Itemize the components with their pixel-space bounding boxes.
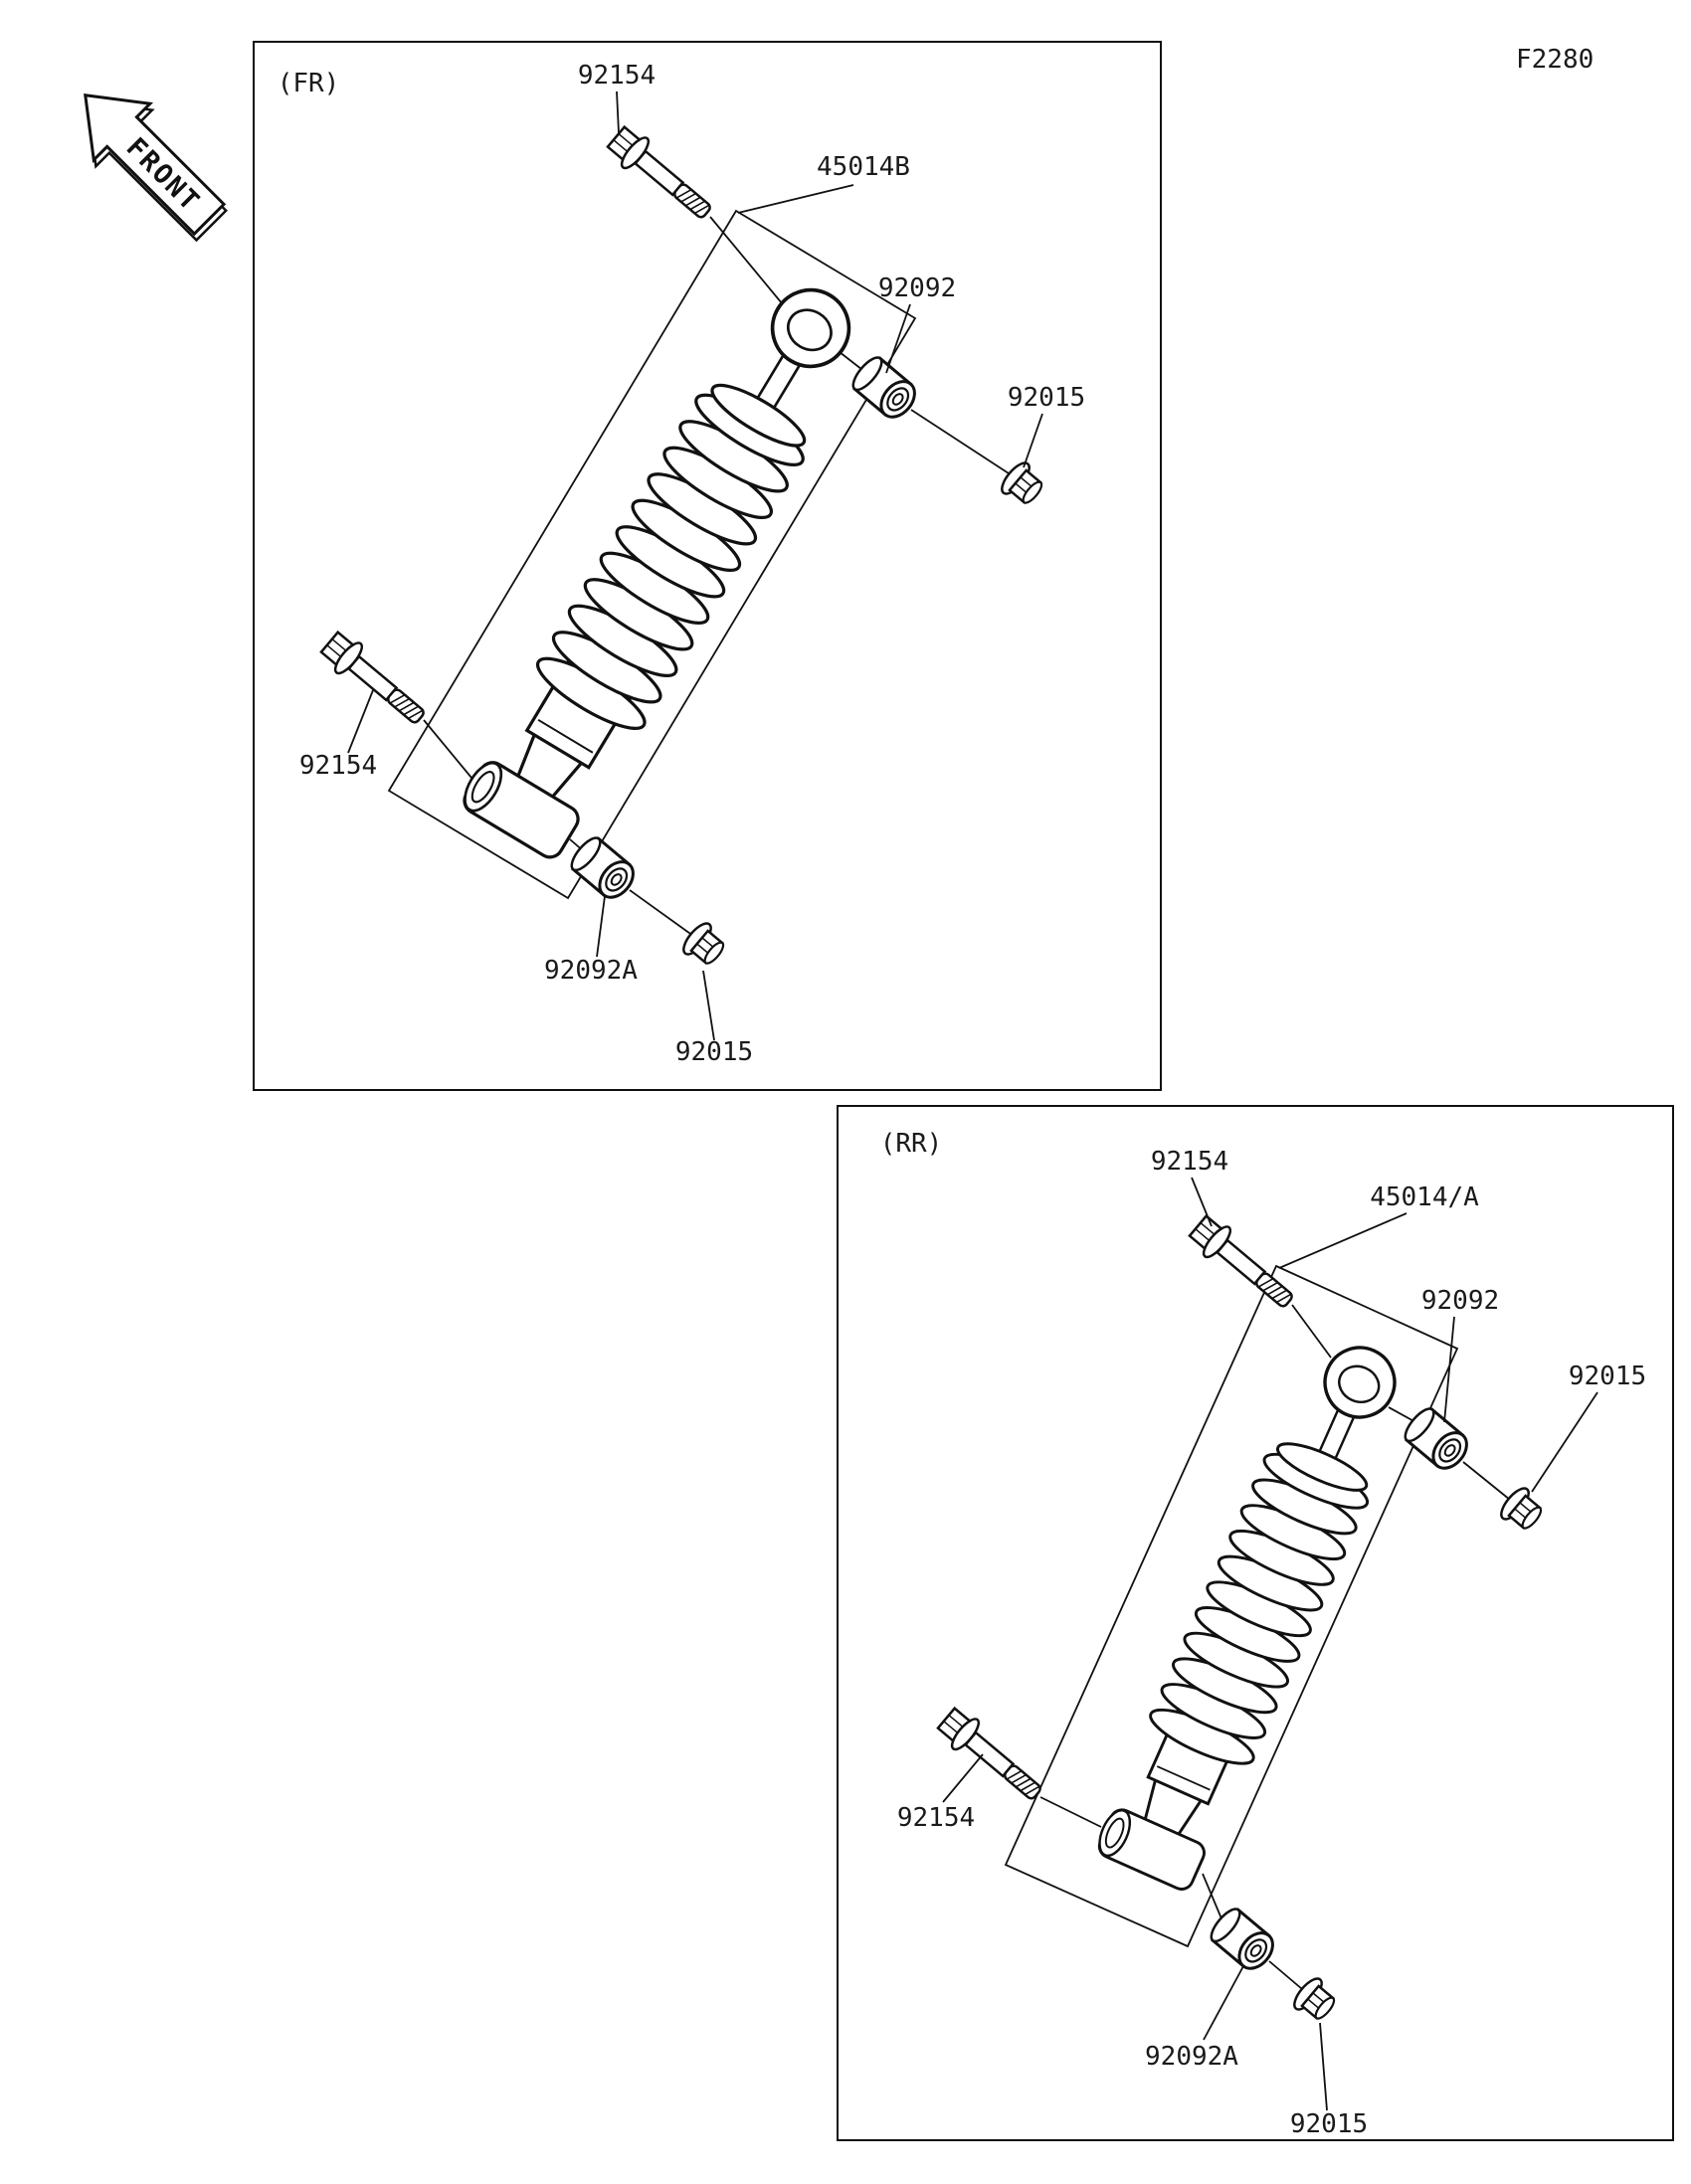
rr-label-nut-lower: 92015 bbox=[1290, 2109, 1368, 2139]
fr-upper-nut-drawing bbox=[996, 457, 1050, 512]
figure-code: F2280 bbox=[1516, 45, 1594, 75]
rr-lower-nut-drawing bbox=[1288, 1973, 1343, 2028]
rr-upper-bolt-drawing bbox=[1184, 1209, 1302, 1318]
fr-panel-border bbox=[253, 41, 1162, 1091]
leader-line bbox=[1203, 1965, 1244, 2041]
rr-lower-bushing-drawing bbox=[1205, 1903, 1281, 1977]
leader-line bbox=[1531, 1391, 1598, 1493]
axis-line bbox=[1462, 1461, 1511, 1501]
fr-panel: (FR) 92154 45014B 92092 92015 92154 9209… bbox=[253, 41, 1162, 1091]
rr-assembly-witness-box bbox=[1004, 1264, 1459, 1948]
leader-line bbox=[596, 895, 606, 958]
fr-label-nut-upper: 92015 bbox=[1008, 383, 1085, 413]
fr-label-assembly: 45014B bbox=[817, 152, 910, 182]
fr-upper-bolt-drawing bbox=[602, 120, 720, 229]
leader-line bbox=[1278, 1212, 1408, 1269]
front-arrow-shape bbox=[84, 93, 227, 237]
leader-line bbox=[737, 184, 854, 214]
rr-shock-absorber-drawing bbox=[1088, 1326, 1427, 1898]
leader-line bbox=[885, 303, 911, 374]
rr-panel-border bbox=[837, 1105, 1674, 2141]
leader-line bbox=[1319, 2022, 1328, 2111]
leader-line bbox=[942, 1753, 984, 1803]
rr-label-assembly: 45014/A bbox=[1370, 1183, 1479, 1212]
fr-shock-absorber-drawing bbox=[452, 262, 885, 867]
axis-line bbox=[1039, 1796, 1102, 1828]
rr-panel-title: (RR) bbox=[880, 1129, 943, 1159]
fr-label-bolt-lower: 92154 bbox=[299, 751, 377, 781]
fr-label-bushing-upper: 92092 bbox=[878, 273, 956, 303]
fr-assembly-witness-box bbox=[387, 209, 917, 900]
rr-label-bolt-lower: 92154 bbox=[897, 1803, 975, 1833]
rr-upper-nut-drawing bbox=[1495, 1483, 1550, 1538]
fr-lower-bolt-drawing bbox=[315, 626, 434, 734]
leader-line bbox=[702, 970, 715, 1041]
rr-label-nut-upper: 92015 bbox=[1569, 1362, 1646, 1391]
leader-line bbox=[1443, 1316, 1455, 1423]
fr-label-bushing-lower: 92092A bbox=[544, 956, 638, 986]
axis-line bbox=[1202, 1873, 1224, 1924]
axis-line bbox=[1268, 1960, 1303, 1990]
fr-label-bolt-upper: 92154 bbox=[578, 61, 656, 91]
fr-panel-title: (FR) bbox=[278, 69, 340, 98]
rr-panel: (RR) 92154 45014/A 92092 92015 92154 920… bbox=[837, 1105, 1674, 2141]
rr-label-bushing-upper: 92092 bbox=[1421, 1286, 1499, 1316]
rr-label-bolt-upper: 92154 bbox=[1151, 1147, 1228, 1177]
axis-line bbox=[709, 216, 783, 304]
rr-label-bushing-lower: 92092A bbox=[1145, 2042, 1238, 2072]
axis-line bbox=[629, 889, 694, 937]
rr-upper-bushing-drawing bbox=[1399, 1402, 1475, 1477]
leader-line bbox=[616, 91, 620, 134]
front-direction-arrow: FRONT bbox=[84, 93, 228, 243]
fr-lower-nut-drawing bbox=[677, 918, 732, 973]
axis-line bbox=[910, 409, 1010, 474]
front-arrow-shadow-outline bbox=[86, 99, 228, 243]
axis-line bbox=[1291, 1304, 1332, 1359]
leader-line bbox=[347, 689, 374, 754]
leader-line bbox=[1023, 413, 1043, 468]
axis-line bbox=[423, 719, 472, 779]
fr-lower-bushing-drawing bbox=[565, 831, 642, 906]
fr-label-nut-lower: 92015 bbox=[675, 1037, 753, 1067]
leader-line bbox=[1191, 1177, 1213, 1227]
